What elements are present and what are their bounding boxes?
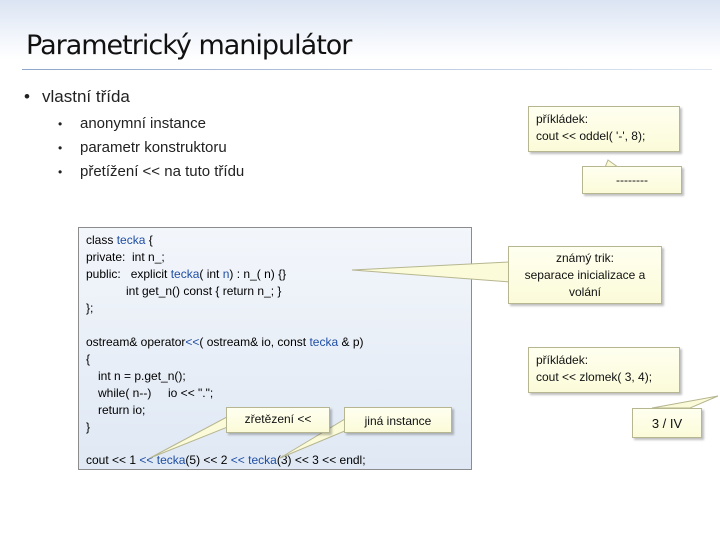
title-divider	[22, 69, 712, 70]
sub-bullet-text: parametr konstruktoru	[80, 139, 227, 156]
note-text: volání	[568, 285, 602, 299]
main-bullet: • vlastní třída	[24, 87, 130, 107]
sub-bullet: • přetížení << na tuto třídu	[58, 163, 244, 180]
bullet-dot-icon: •	[24, 87, 30, 106]
code-line: {	[86, 352, 91, 366]
code-line: int get_n() const { return n_; }	[126, 284, 282, 298]
code-line: };	[86, 301, 94, 315]
sub-bullet-text: anonymní instance	[80, 115, 206, 132]
bullet-dot-icon: •	[58, 117, 63, 131]
note-text: --------	[616, 173, 648, 187]
code-line: }	[86, 420, 91, 434]
page-number-note: 3 / IV	[632, 408, 702, 438]
bullet-dot-icon: •	[58, 165, 63, 179]
main-bullet-text: vlastní třída	[42, 87, 130, 106]
code-line: ostream& operator<<( ostream& io, const …	[86, 335, 364, 349]
code-line: cout << 1 << tecka(5) << 2 << tecka(3) <…	[86, 453, 366, 467]
note-text: cout << oddel( '-', 8);	[536, 129, 646, 143]
sub-bullet-text: přetížení << na tuto třídu	[80, 163, 245, 180]
chaining-note: zřetězení <<	[226, 407, 330, 433]
code-line: int n = p.get_n();	[98, 369, 186, 383]
note-text: separace inicializace a	[524, 268, 646, 282]
note-text: zřetězení <<	[244, 412, 312, 426]
slide-title: Parametrický manipulátor	[26, 30, 352, 61]
example-note-1: příkládek: cout << oddel( '-', 8);	[528, 106, 680, 152]
code-line: while( n--) io << ".";	[98, 386, 214, 400]
sub-bullet: • anonymní instance	[58, 115, 206, 132]
note-text: jiná instance	[364, 414, 432, 428]
note-text: příkládek:	[536, 353, 589, 367]
dashes-note: --------	[582, 166, 682, 194]
code-line: public: explicit tecka( int n) : n_( n) …	[86, 267, 287, 281]
code-line: return io;	[98, 403, 146, 417]
note-text: příkládek:	[536, 112, 589, 126]
trick-pointer	[351, 261, 511, 283]
bullet-dot-icon: •	[58, 141, 63, 155]
note-text: cout << zlomek( 3, 4);	[536, 370, 653, 384]
page-number: 3 / IV	[651, 416, 683, 431]
sub-bullet: • parametr konstruktoru	[58, 139, 227, 156]
page-pointer	[651, 395, 719, 409]
example-note-2: příkládek: cout << zlomek( 3, 4);	[528, 347, 680, 393]
instance-note: jiná instance	[344, 407, 452, 433]
trick-note: známý trik: separace inicializace a volá…	[508, 246, 662, 304]
code-line: private: int n_;	[86, 250, 165, 264]
code-line: class tecka {	[86, 233, 153, 247]
note-text: známý trik:	[555, 251, 614, 265]
